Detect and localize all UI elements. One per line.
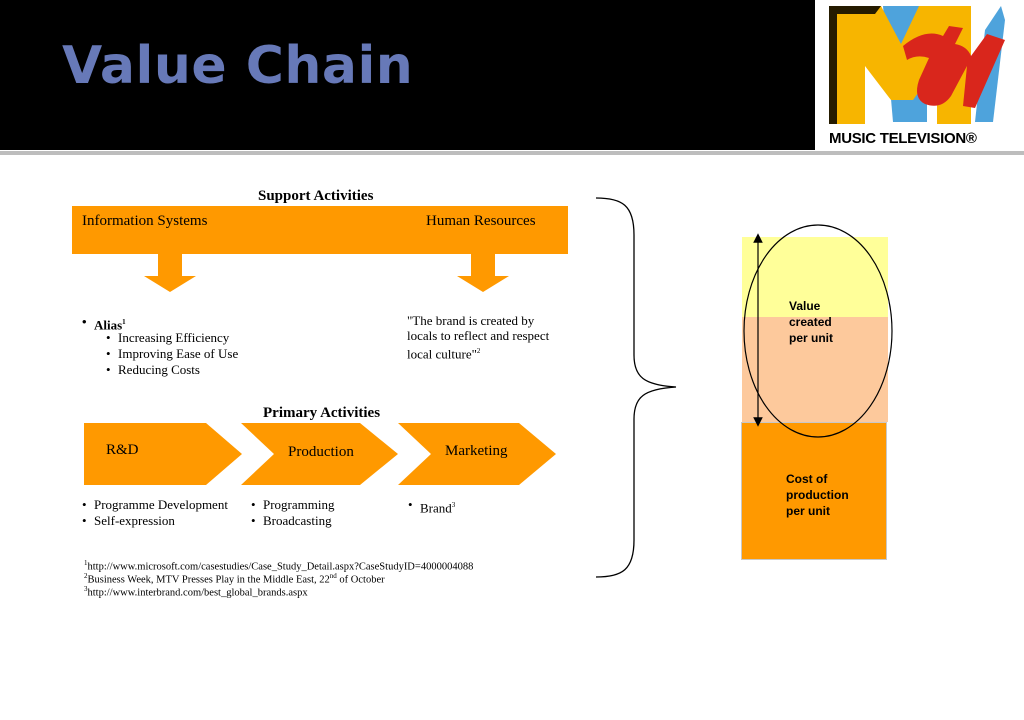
slide-title: Value Chain — [62, 36, 414, 96]
support-activities-bar — [72, 206, 568, 254]
primary-activities-heading: Primary Activities — [263, 405, 381, 421]
mtv-logo: MUSIC TELEVISION® — [815, 0, 1024, 150]
information-systems-label: Information Systems — [82, 213, 208, 229]
marketing-item: Brand3 — [408, 497, 455, 516]
footnote-1: 1http://www.microsoft.com/casestudies/Ca… — [84, 559, 474, 573]
hr-quote-line: locals to reflect and respect — [407, 328, 550, 343]
value-created-region-bottom — [742, 317, 888, 422]
value-indicator — [743, 224, 893, 438]
marketing-chevron — [398, 423, 556, 485]
value-created-label: Value created per unit — [789, 299, 833, 345]
production-label: Production — [288, 444, 354, 460]
production-chevron — [241, 423, 398, 485]
logo-wordmark: MUSIC TELEVISION® — [829, 130, 977, 147]
down-arrow-icon — [144, 254, 196, 292]
down-arrow-icon — [457, 254, 509, 292]
mtv-logo-icon — [829, 6, 1005, 124]
rd-item: Programme Development — [82, 497, 228, 513]
rd-label: R&D — [106, 442, 139, 458]
rd-item: Self-expression — [82, 513, 175, 529]
alias-subitem: Reducing Costs — [106, 362, 200, 378]
production-item: Broadcasting — [251, 513, 332, 529]
hr-quote-line: "The brand is created by — [407, 313, 535, 328]
grouping-brace — [595, 197, 677, 578]
value-created-region-top — [742, 237, 888, 317]
primary-chevrons — [84, 423, 556, 485]
rd-chevron — [84, 423, 242, 485]
hr-quote-line: local culture"2 — [407, 346, 481, 362]
value-highlight-ellipse — [743, 224, 893, 438]
header-divider — [0, 151, 1024, 155]
support-activities-heading: Support Activities — [258, 188, 374, 204]
footnote-2: 2Business Week, MTV Presses Play in the … — [84, 572, 385, 586]
alias-item: Alias1 — [82, 314, 126, 333]
human-resources-label: Human Resources — [426, 213, 536, 229]
footnote-3: 3http://www.interbrand.com/best_global_b… — [84, 585, 308, 599]
cost-of-production-label: Cost of production per unit — [786, 472, 849, 518]
alias-subitem: Increasing Efficiency — [106, 330, 229, 346]
marketing-label: Marketing — [445, 443, 508, 459]
production-item: Programming — [251, 497, 334, 513]
alias-subitem: Improving Ease of Use — [106, 346, 238, 362]
cost-of-production-box — [741, 422, 887, 560]
